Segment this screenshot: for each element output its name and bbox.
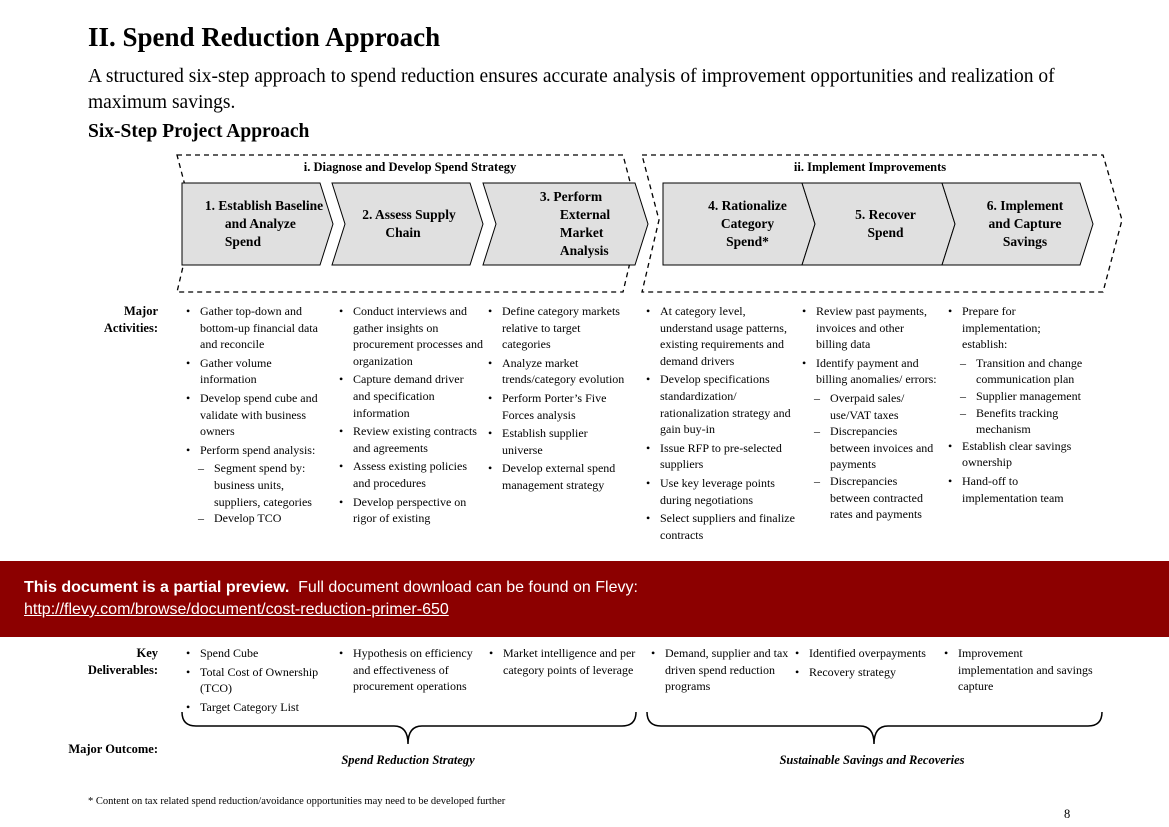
activity-bullet: Assess existing policies and procedures (339, 458, 483, 491)
outcome-spend-reduction-strategy: Spend Reduction Strategy (341, 753, 475, 767)
deliverables-column: Improvement implementation and savings c… (944, 645, 1094, 697)
phase-2-label: ii. Implement Improvements (793, 160, 947, 174)
step-2-chevron (331, 182, 484, 266)
banner-message: This document is a partial preview. Full… (24, 579, 638, 597)
activity-sub-bullet: Discrepancies between contracted rates a… (802, 473, 938, 523)
activity-bullet: Develop external spend management strate… (488, 460, 628, 493)
activity-bullet: Review past payments, invoices and other… (802, 303, 938, 353)
activity-bullet: Develop specifications standardization/ … (646, 371, 798, 437)
deliverable-bullet: Recovery strategy (795, 664, 935, 681)
preview-banner: This document is a partial preview. Full… (0, 561, 1169, 637)
activity-sub-bullet: Segment spend by: business units, suppli… (186, 460, 328, 510)
footnote: * Content on tax related spend reduction… (88, 796, 506, 807)
activity-bullet: Issue RFP to pre-selected suppliers (646, 440, 798, 473)
activity-bullet: Develop perspective on rigor of existing (339, 494, 483, 527)
banner-bold-text: This document is a partial preview. (24, 579, 290, 596)
activity-bullet: Establish supplier universe (488, 425, 628, 458)
activity-bullet: Identify payment and billing anomalies/ … (802, 355, 938, 388)
page-subtitle: A structured six-step approach to spend … (88, 66, 1055, 113)
deliverable-bullet: Target Category List (186, 699, 328, 716)
deliverable-bullet: Improvement implementation and savings c… (944, 645, 1094, 695)
deliverables-column: Spend CubeTotal Cost of Ownership (TCO) T… (186, 645, 328, 717)
page-title: II. Spend Reduction Approach (88, 22, 441, 52)
activity-bullet: Use key leverage points during negotiati… (646, 475, 798, 508)
activities-column: Define category markets relative to targ… (488, 303, 628, 561)
deliverable-bullet: Demand, supplier and tax driven spend re… (651, 645, 791, 695)
activity-bullet: Develop spend cube and validate with bus… (186, 390, 328, 440)
step-3-label: 3. Perform External Market Analysis (539, 189, 611, 258)
outcome-sustainable-savings: Sustainable Savings and Recoveries (779, 753, 965, 767)
outcome-brace-right (646, 711, 1103, 745)
activity-sub-bullet: Develop TCO (186, 510, 328, 527)
step-4-label: 4. Rationalize Category Spend* (708, 198, 787, 249)
step-5-label: 5. Recover Spend (855, 207, 916, 240)
activities-column: Review past payments, invoices and other… (802, 303, 938, 561)
activities-column: Prepare for implementation; establish:Tr… (948, 303, 1084, 561)
deliverable-bullet: Identified overpayments (795, 645, 935, 662)
outcome-brace-left (181, 711, 637, 745)
deliverable-bullet: Spend Cube (186, 645, 328, 662)
activity-bullet: Establish clear savings ownership (948, 438, 1084, 471)
activity-sub-bullet: Discrepancies between invoices and payme… (802, 423, 938, 473)
step-6-label: 6. Implement and Capture Savings (986, 198, 1064, 249)
step-1-label: 1. Establish Baseline and Analyze Spend (204, 198, 324, 249)
deliverables-column: Market intelligence and per category poi… (489, 645, 639, 680)
activity-sub-bullet: Benefits tracking mechanism (948, 405, 1084, 438)
step-1-chevron (181, 182, 334, 266)
activity-sub-bullet: Supplier management (948, 388, 1084, 405)
deliverables-column: Identified overpaymentsRecovery strategy (795, 645, 935, 682)
phase-1-label: i. Diagnose and Develop Spend Strategy (303, 160, 517, 174)
activity-bullet: Perform Porter’s Five Forces analysis (488, 390, 628, 423)
deliverables-column: Hypothesis on efficiency and effectivene… (339, 645, 479, 697)
deliverable-bullet: Market intelligence and per category poi… (489, 645, 639, 678)
banner-normal-text: Full document download can be found on F… (298, 579, 638, 596)
download-link[interactable]: http://flevy.com/browse/document/cost-re… (24, 601, 449, 618)
activity-sub-bullet: Transition and change communication plan (948, 355, 1084, 388)
activity-bullet: At category level, understand usage patt… (646, 303, 798, 369)
deliverable-bullet: Hypothesis on efficiency and effectivene… (339, 645, 479, 695)
activity-bullet: Analyze market trends/category evolution (488, 355, 628, 388)
activities-column: Gather top-down and bottom-up financial … (186, 303, 328, 561)
deliverable-bullet: Total Cost of Ownership (TCO) (186, 664, 328, 697)
page-number: 8 (1064, 807, 1071, 821)
activity-bullet: Review existing contracts and agreements (339, 423, 483, 456)
step-2-label: 2. Assess Supply Chain (362, 207, 456, 240)
deliverables-column: Demand, supplier and tax driven spend re… (651, 645, 791, 697)
activity-bullet: Define category markets relative to targ… (488, 303, 628, 353)
activity-bullet: Gather volume information (186, 355, 328, 388)
section-heading: Six-Step Project Approach (88, 121, 310, 142)
activity-bullet: Perform spend analysis: (186, 442, 328, 459)
phase-2-frame (641, 154, 1123, 293)
activity-bullet: Hand-off to implementation team (948, 473, 1084, 506)
activities-column: Conduct interviews and gather insights o… (339, 303, 483, 561)
activities-column: At category level, understand usage patt… (646, 303, 798, 561)
activity-sub-bullet: Overpaid sales/ use/VAT taxes (802, 390, 938, 423)
activity-bullet: Capture demand driver and specification … (339, 371, 483, 421)
key-deliverables-label: Key Deliverables: (87, 646, 158, 677)
activity-bullet: Gather top-down and bottom-up financial … (186, 303, 328, 353)
major-activities-label: Major Activities: (103, 304, 158, 335)
activity-bullet: Select suppliers and finalize contracts (646, 510, 798, 543)
activity-bullet: Prepare for implementation; establish: (948, 303, 1084, 353)
step-6-chevron (941, 182, 1094, 266)
major-outcome-label: Major Outcome: (68, 742, 158, 756)
activity-bullet: Conduct interviews and gather insights o… (339, 303, 483, 369)
step-3-chevron (482, 182, 649, 266)
